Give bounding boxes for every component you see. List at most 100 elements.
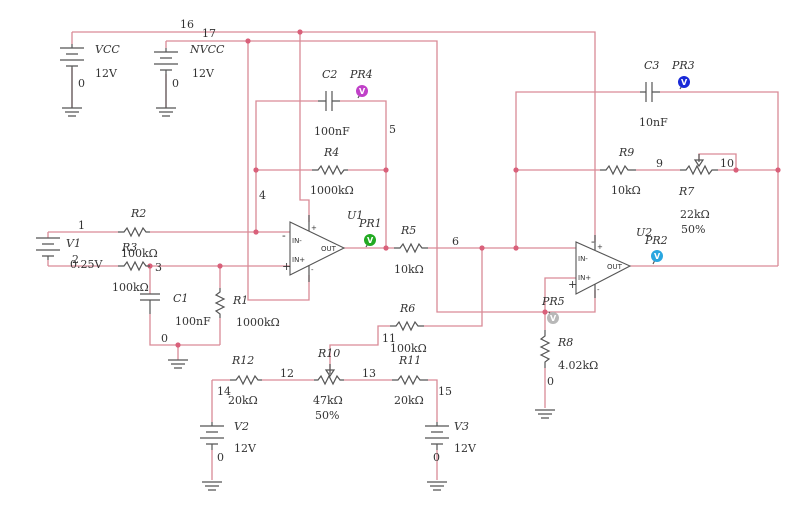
r10-name: R10 xyxy=(317,347,340,360)
r4-resistor[interactable] xyxy=(312,164,348,176)
node-17: 17 xyxy=(202,27,216,40)
ground-r8 xyxy=(535,409,555,419)
u1-plus-sign: + xyxy=(282,260,291,273)
component-labels: VCC 12V NVCC 12V V1 0.25V V2 12V V3 12V … xyxy=(66,43,710,455)
r7-value: 22kΩ xyxy=(680,208,710,221)
u2-opamp[interactable]: IN- IN+ OUT + - - + xyxy=(568,235,632,298)
u2-out-label: OUT xyxy=(607,263,623,271)
v1-source[interactable] xyxy=(36,237,60,260)
node-labels: 0 0 0 0 0 0 1 2 3 4 5 6 9 10 11 12 13 14… xyxy=(72,18,734,464)
r6-resistor[interactable] xyxy=(390,320,424,332)
pr4-probe[interactable]: V xyxy=(356,85,368,99)
c1-value: 100nF xyxy=(175,315,211,328)
node-12: 12 xyxy=(280,367,294,380)
u1-in-plus-label: IN+ xyxy=(292,256,305,264)
r8-resistor[interactable] xyxy=(539,330,551,368)
r10-potentiometer[interactable] xyxy=(314,364,344,386)
r3-resistor[interactable] xyxy=(118,260,150,272)
node-3: 3 xyxy=(155,261,162,274)
r3-value: 100kΩ xyxy=(112,281,149,294)
c1-name: C1 xyxy=(173,292,188,305)
node-13: 13 xyxy=(362,367,376,380)
node-2: 2 xyxy=(72,253,79,266)
r9-resistor[interactable] xyxy=(600,164,636,176)
node-0-v2: 0 xyxy=(217,451,224,464)
node-0-v3: 0 xyxy=(433,451,440,464)
r9-name: R9 xyxy=(618,146,634,159)
pr3-glyph: V xyxy=(681,78,688,87)
u1-vplus-label: + xyxy=(311,224,317,232)
node-4: 4 xyxy=(259,189,266,202)
u2-plus-sign: + xyxy=(568,278,577,291)
r12-name: R12 xyxy=(231,354,254,367)
node-0-r8: 0 xyxy=(547,375,554,388)
u1-in-minus-label: IN- xyxy=(292,237,302,245)
r2-resistor[interactable] xyxy=(118,226,150,238)
r5-resistor[interactable] xyxy=(394,242,428,254)
pr2-probe[interactable]: V xyxy=(651,250,663,265)
r1-value: 1000kΩ xyxy=(236,316,280,329)
r11-value: 20kΩ xyxy=(394,394,424,407)
nvcc-source[interactable] xyxy=(154,48,178,117)
nvcc-name: NVCC xyxy=(189,43,225,56)
u1-opamp[interactable]: IN- IN+ OUT + - - + xyxy=(282,215,346,282)
r1-resistor[interactable] xyxy=(214,288,226,318)
u2-minus-sign: - xyxy=(591,235,595,248)
r7-name: R7 xyxy=(678,185,694,198)
u1-minus-sign: - xyxy=(282,229,286,242)
v1-value: 0.25V xyxy=(70,258,103,271)
u1-vminus-label: - xyxy=(311,266,314,274)
pr2-glyph: V xyxy=(654,252,661,261)
r7-potentiometer[interactable] xyxy=(680,154,718,176)
r9-value: 10kΩ xyxy=(611,184,641,197)
vcc-source[interactable] xyxy=(60,44,84,117)
c3-capacitor[interactable] xyxy=(640,82,660,102)
r2-name: R2 xyxy=(130,207,146,220)
c2-value: 100nF xyxy=(314,125,350,138)
u2-vplus-label: + xyxy=(597,243,603,251)
pr5-name: PR5 xyxy=(541,295,565,308)
node-16: 16 xyxy=(180,18,194,31)
node-0-vcc: 0 xyxy=(78,77,85,90)
v3-source[interactable] xyxy=(425,422,449,491)
wires xyxy=(47,31,779,480)
u2-name: U2 xyxy=(636,226,652,239)
u1-name: U1 xyxy=(347,209,363,222)
r6-name: R6 xyxy=(399,302,415,315)
v2-source[interactable] xyxy=(200,422,224,491)
pr4-name: PR4 xyxy=(349,68,373,81)
pr5-probe[interactable]: V xyxy=(547,311,559,324)
node-0-c1: 0 xyxy=(161,332,168,345)
r12-resistor[interactable] xyxy=(230,374,262,386)
node-6: 6 xyxy=(452,235,459,248)
junctions xyxy=(147,29,781,348)
r3-name: R3 xyxy=(121,241,137,254)
c3-value: 10nF xyxy=(639,116,668,129)
c1-capacitor[interactable] xyxy=(140,293,160,314)
v2-name: V2 xyxy=(234,420,249,433)
r12-value: 20kΩ xyxy=(228,394,258,407)
r10-percent: 50% xyxy=(315,409,339,422)
ground-c1 xyxy=(168,359,188,369)
pr4-glyph: V xyxy=(359,87,366,96)
pr1-probe[interactable]: V xyxy=(364,234,376,248)
r4-name: R4 xyxy=(323,146,339,159)
r2-value: 100kΩ xyxy=(121,247,158,260)
vcc-name: VCC xyxy=(95,43,120,56)
vcc-value: 12V xyxy=(95,67,118,80)
r11-name: R11 xyxy=(398,354,421,367)
node-5: 5 xyxy=(389,123,396,136)
pr1-name: PR1 xyxy=(358,217,382,230)
pr3-name: PR3 xyxy=(671,59,695,72)
r10-value: 47kΩ xyxy=(313,394,343,407)
c2-capacitor[interactable] xyxy=(318,91,340,111)
pr1-glyph: V xyxy=(367,236,374,245)
node-10: 10 xyxy=(720,157,734,170)
node-9: 9 xyxy=(656,157,663,170)
pr3-probe[interactable]: V xyxy=(678,76,690,90)
node-15: 15 xyxy=(438,385,452,398)
r11-resistor[interactable] xyxy=(392,374,428,386)
node-11: 11 xyxy=(382,332,396,345)
r1-name: R1 xyxy=(232,294,248,307)
r6-value: 100kΩ xyxy=(390,342,427,355)
